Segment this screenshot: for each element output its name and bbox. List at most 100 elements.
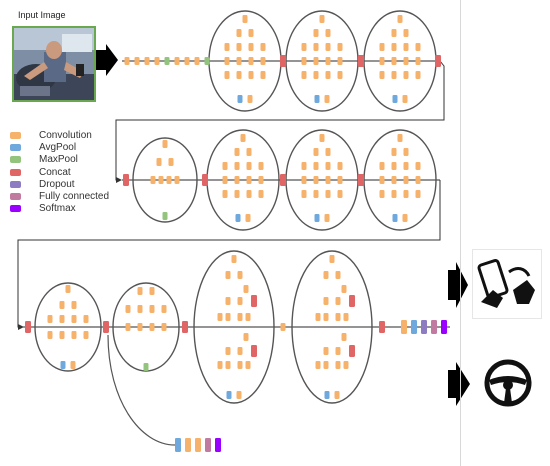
- conv-block: [234, 176, 240, 184]
- legend-item: Fully connected: [10, 190, 160, 202]
- legend-swatch: [10, 156, 21, 164]
- conv-block: [224, 43, 230, 51]
- conv-block: [415, 190, 421, 198]
- conv-block: [237, 347, 243, 355]
- conv-block: [323, 271, 329, 279]
- conv-block: [70, 361, 76, 369]
- conv-block: [325, 190, 331, 198]
- maxpool-block: [162, 212, 168, 220]
- conv-block: [240, 134, 246, 142]
- concat-block: [379, 321, 385, 333]
- legend-item: Convolution: [10, 129, 160, 141]
- conv-block: [162, 140, 168, 148]
- conv-block: [137, 305, 143, 313]
- conv-block: [343, 361, 349, 369]
- conv-block: [323, 361, 329, 369]
- conv-block: [313, 29, 319, 37]
- conv-block: [236, 29, 242, 37]
- conv-block: [242, 15, 248, 23]
- conv-block: [125, 323, 131, 331]
- conv-block: [301, 71, 307, 79]
- legend-item: Concat: [10, 166, 160, 178]
- layer-blocks: [25, 15, 447, 452]
- conv-block: [234, 148, 240, 156]
- conv-block: [324, 214, 330, 222]
- steering-wheel-icon: [484, 359, 532, 407]
- conv-block: [335, 361, 341, 369]
- conv-block: [325, 43, 331, 51]
- conv-block: [343, 313, 349, 321]
- conv-block: [194, 57, 200, 65]
- conv-block: [329, 255, 335, 263]
- avgpool-block: [237, 95, 243, 103]
- conv-block: [415, 57, 421, 65]
- conv-block: [161, 305, 167, 313]
- conv-block: [325, 29, 331, 37]
- avgpool-block: [175, 438, 181, 452]
- module-outline: [34, 282, 102, 372]
- conv-block: [154, 57, 160, 65]
- legend-swatch: [10, 180, 21, 188]
- conv-block: [415, 176, 421, 184]
- conv-block: [391, 190, 397, 198]
- conv-block: [403, 43, 409, 51]
- phone-use-icon: [477, 259, 535, 308]
- conv-block: [71, 331, 77, 339]
- conv-block: [325, 71, 331, 79]
- legend: Convolution AvgPool MaxPool Concat Dropo…: [10, 129, 160, 215]
- conv-block: [391, 57, 397, 65]
- steering-output: [483, 358, 533, 408]
- maxpool-block: [143, 363, 149, 371]
- conv-block: [237, 297, 243, 305]
- conv-block: [397, 134, 403, 142]
- conv-block: [237, 361, 243, 369]
- flow-arrows: [96, 44, 470, 406]
- conv-block: [391, 71, 397, 79]
- conv-block: [217, 313, 223, 321]
- conv-block: [260, 71, 266, 79]
- conv-block: [337, 71, 343, 79]
- conv-block: [234, 162, 240, 170]
- conv-block: [59, 315, 65, 323]
- legend-item: MaxPool: [10, 154, 160, 166]
- avgpool-block: [411, 320, 417, 334]
- conv-block: [185, 438, 191, 452]
- conv-block: [319, 15, 325, 23]
- conv-block: [323, 347, 329, 355]
- conv-block: [59, 331, 65, 339]
- conv-block: [161, 323, 167, 331]
- conv-block: [325, 57, 331, 65]
- conv-block: [59, 301, 65, 309]
- conv-block: [156, 158, 162, 166]
- row-connector: [115, 60, 445, 183]
- conv-block: [301, 57, 307, 65]
- conv-block: [403, 71, 409, 79]
- conv-block: [379, 162, 385, 170]
- row-connector: [17, 180, 441, 330]
- avgpool-block: [226, 391, 232, 399]
- conv-block: [258, 190, 264, 198]
- conv-block: [337, 162, 343, 170]
- conv-block: [324, 95, 330, 103]
- conv-block: [337, 57, 343, 65]
- conv-block: [313, 176, 319, 184]
- avgpool-block: [235, 214, 241, 222]
- conv-block: [379, 71, 385, 79]
- avgpool-block: [324, 391, 330, 399]
- conv-block: [248, 43, 254, 51]
- concat-block: [435, 55, 441, 67]
- legend-label: Softmax: [39, 203, 76, 215]
- conv-block: [225, 271, 231, 279]
- conv-block: [237, 271, 243, 279]
- conv-block: [236, 71, 242, 79]
- conv-block: [246, 190, 252, 198]
- conv-block: [83, 315, 89, 323]
- conv-block: [337, 43, 343, 51]
- conv-block: [245, 313, 251, 321]
- softmax-block: [441, 320, 447, 334]
- conv-block: [403, 176, 409, 184]
- concat-block: [182, 321, 188, 333]
- avgpool-block: [392, 214, 398, 222]
- maxpool-block: [204, 57, 210, 65]
